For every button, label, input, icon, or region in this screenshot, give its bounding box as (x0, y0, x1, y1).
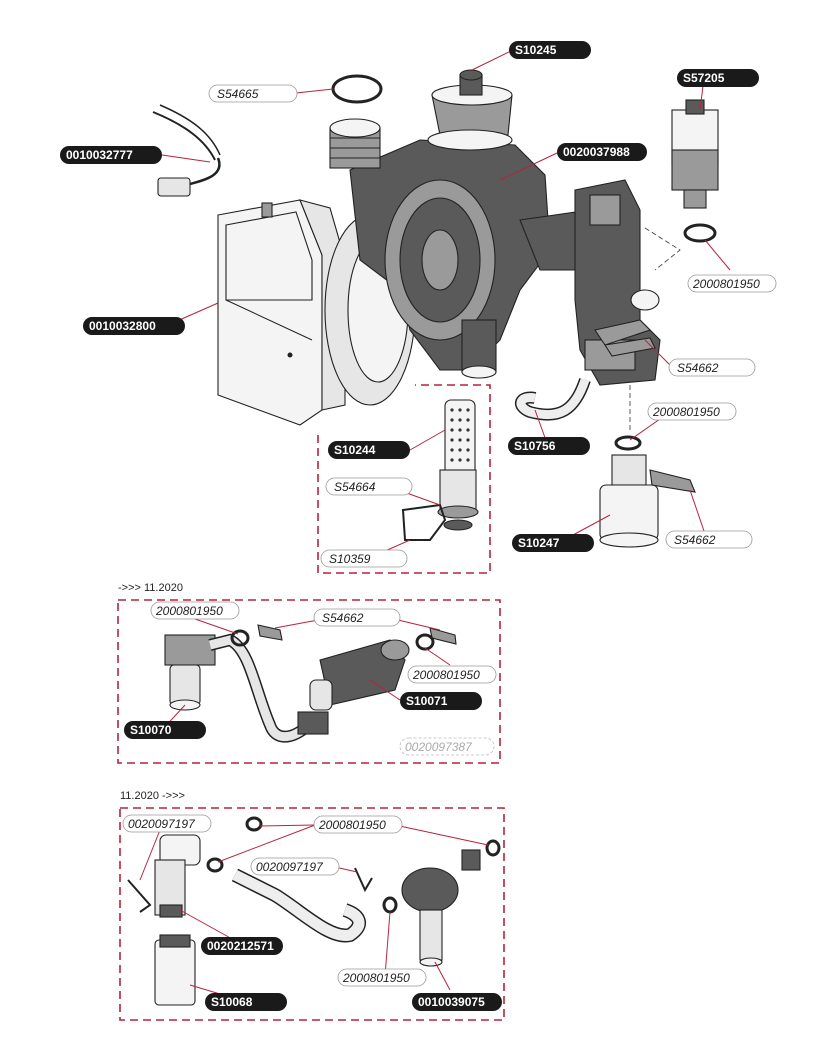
svg-text:S10247: S10247 (518, 536, 560, 550)
svg-text:0020097387: 0020097387 (405, 740, 473, 754)
label-s54664[interactable]: S54664 (325, 477, 413, 496)
label-s10244[interactable]: S10244 (328, 441, 410, 459)
svg-text:S10756: S10756 (514, 439, 556, 453)
label-s10071[interactable]: S10071 (400, 692, 482, 710)
svg-text:0020037988: 0020037988 (563, 145, 630, 159)
label-s54662-c[interactable]: S54662 (313, 608, 401, 627)
air-vent-s10245 (427, 69, 513, 151)
label-s10068[interactable]: S10068 (205, 993, 287, 1011)
guide-line (644, 227, 681, 271)
label-0020097197-b[interactable]: 0020097197 (250, 857, 340, 876)
svg-text:S57205: S57205 (683, 71, 725, 85)
pipe-assembly-after (127, 816, 501, 1006)
label-s54662-a[interactable]: S54662 (668, 358, 756, 377)
svg-text:S54665: S54665 (217, 87, 259, 101)
label-2000801950-d[interactable]: 2000801950 (407, 665, 497, 684)
svg-text:0020212571: 0020212571 (207, 939, 274, 953)
drain-cock-s10247 (599, 435, 696, 548)
label-0010039075[interactable]: 0010039075 (412, 993, 502, 1011)
label-s10247[interactable]: S10247 (512, 534, 594, 552)
svg-text:0010032800: 0010032800 (89, 319, 156, 333)
svg-text:S54662: S54662 (322, 611, 364, 625)
label-0020097387[interactable]: 0020097387 (399, 737, 495, 756)
pressure-sensor-s57205 (671, 99, 719, 243)
label-2000801950-a[interactable]: 2000801950 (687, 274, 777, 293)
filter-s10244 (437, 399, 479, 531)
label-s54665[interactable]: S54665 (208, 84, 298, 103)
svg-text:0010032777: 0010032777 (66, 148, 133, 162)
label-0020037988[interactable]: 0020037988 (557, 143, 647, 161)
label-s10756[interactable]: S10756 (508, 437, 590, 455)
svg-text:S54664: S54664 (334, 480, 376, 494)
section-label-before: ->>> 11.2020 (118, 582, 183, 594)
label-s10359[interactable]: S10359 (320, 549, 408, 568)
inset-frame-before (117, 599, 501, 764)
svg-text:S10359: S10359 (329, 552, 371, 566)
svg-text:0010039075: 0010039075 (418, 995, 485, 1009)
svg-text:2000801950: 2000801950 (412, 668, 480, 682)
svg-text:S10244: S10244 (334, 443, 376, 457)
svg-text:S10068: S10068 (211, 995, 253, 1009)
label-s57205[interactable]: S57205 (677, 69, 759, 87)
pump-housing (329, 118, 621, 379)
svg-text:S10245: S10245 (515, 43, 557, 57)
svg-text:0020097197: 0020097197 (128, 817, 196, 831)
label-0020212571[interactable]: 0020212571 (201, 937, 283, 955)
label-0020097197-a[interactable]: 0020097197 (122, 814, 212, 833)
inset-frame-filter (317, 384, 491, 574)
label-2000801950-b[interactable]: 2000801950 (647, 402, 737, 421)
label-s10245[interactable]: S10245 (509, 41, 591, 59)
sensor-cable (152, 104, 221, 197)
svg-text:S54662: S54662 (674, 533, 716, 547)
svg-text:S10071: S10071 (406, 694, 448, 708)
inset-frame-after (119, 807, 505, 1021)
section-label-after: 11.2020 ->>> (120, 790, 185, 802)
o-ring-sensor (683, 223, 717, 243)
clip-s10359 (401, 503, 447, 541)
svg-text:0020097197: 0020097197 (256, 860, 324, 874)
o-ring-s54665 (331, 74, 383, 104)
svg-text:2000801950: 2000801950 (692, 277, 760, 291)
label-0010032800[interactable]: 0010032800 (83, 317, 185, 335)
svg-text:S10070: S10070 (130, 723, 172, 737)
label-s10070[interactable]: S10070 (124, 721, 206, 739)
svg-text:2000801950: 2000801950 (318, 818, 386, 832)
svg-text:2000801950: 2000801950 (652, 405, 720, 419)
label-2000801950-f[interactable]: 2000801950 (337, 968, 427, 987)
label-s54662-b[interactable]: S54662 (665, 530, 753, 549)
clip-s54662 (594, 319, 656, 357)
pipe-assembly-before (164, 624, 457, 743)
label-0010032777[interactable]: 0010032777 (60, 146, 162, 164)
svg-text:2000801950: 2000801950 (342, 971, 410, 985)
label-2000801950-e[interactable]: 2000801950 (313, 815, 403, 834)
label-2000801950-c[interactable]: 2000801950 (150, 601, 240, 620)
svg-text:S54662: S54662 (677, 361, 719, 375)
svg-text:2000801950: 2000801950 (155, 604, 223, 618)
